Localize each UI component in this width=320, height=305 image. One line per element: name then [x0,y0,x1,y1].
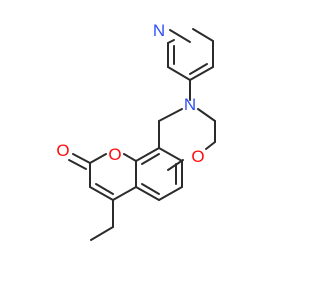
pyridine-nitrogen-label: N [153,21,165,40]
bond [89,186,114,201]
bond [123,153,137,162]
molecule-diagram: N N O O O [56,21,216,241]
bond [197,108,216,122]
bond [167,39,175,44]
bond [169,29,191,43]
structure-svg: N N O O O [56,21,216,241]
bond [167,66,191,81]
bond [112,186,137,201]
pyranone-oxygen-label: O [108,145,121,164]
bond [95,183,114,195]
bond [192,28,214,42]
bonds [68,28,216,241]
oxazine-nitrogen-label: N [184,95,196,114]
bond [90,226,114,241]
bond [141,153,160,165]
bond [158,108,183,122]
bond [68,159,87,170]
atom-labels: N N O O O [56,21,204,166]
bond [135,186,160,201]
carbonyl-oxygen-label: O [56,141,69,160]
bond [141,183,160,195]
bond [158,147,183,162]
bond [135,147,160,162]
bond [89,153,107,164]
bond [189,66,214,81]
bond [72,153,91,164]
bond [205,141,216,150]
oxazine-oxygen-label: O [191,147,204,166]
bond [158,186,183,201]
bond [189,63,208,75]
